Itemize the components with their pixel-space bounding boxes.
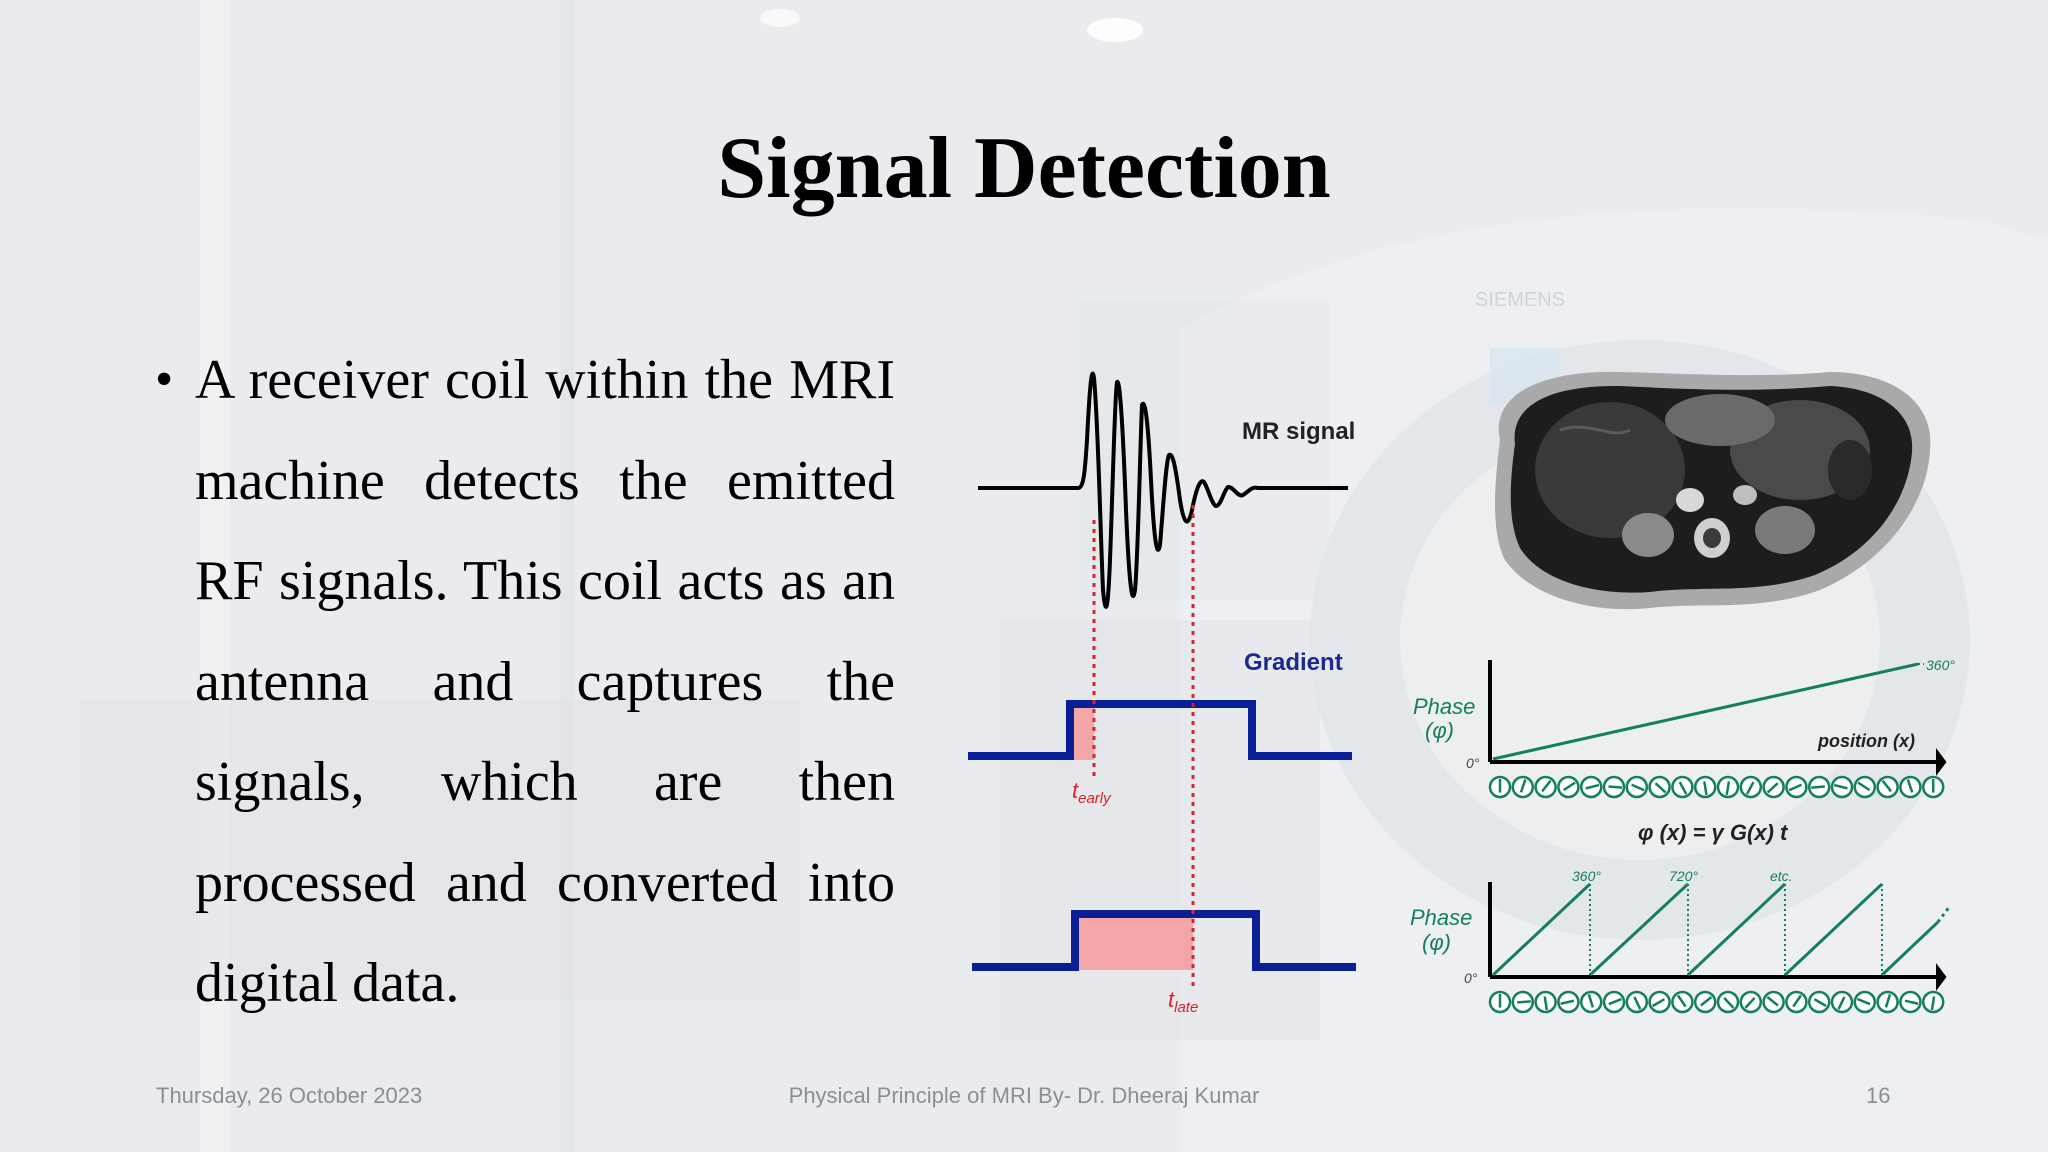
degree-360-label: 360° <box>1572 868 1601 884</box>
spin-arrow <box>1788 783 1803 792</box>
degree-360-label-top: 360° <box>1926 657 1955 673</box>
spin-arrow <box>1766 782 1779 794</box>
etc-label: etc. <box>1770 868 1793 884</box>
phase-label-top: Phase <box>1413 694 1475 719</box>
spin-arrow <box>1811 785 1825 789</box>
bullet-paragraph: • A receiver coil within the MRI machine… <box>155 330 895 1034</box>
phase-symbol-top: (φ) <box>1425 718 1454 743</box>
spin-arrow <box>1857 781 1871 792</box>
gradient-pulse-late <box>972 910 1356 971</box>
phase-equation: φ (x) = γ G(x) t <box>1638 820 1789 845</box>
spin-arrow <box>1904 999 1919 1005</box>
phase-plot-linear <box>1488 660 1947 776</box>
spin-arrow <box>1881 779 1893 793</box>
spin-arrow <box>1744 997 1756 1009</box>
spin-arrow <box>1654 782 1667 794</box>
spin-arrow <box>1543 996 1549 1011</box>
degree-720-label: 720° <box>1669 868 1698 884</box>
t-late-label: tlate <box>1168 987 1198 1016</box>
spin-arrow <box>1608 785 1623 789</box>
spin-arrow <box>1833 783 1848 790</box>
spin-arrow <box>1633 996 1642 1010</box>
spin-arrow <box>1766 996 1779 1007</box>
t-early-label: tearly <box>1072 778 1112 807</box>
zero-degree-label-bottom: 0° <box>1464 970 1478 986</box>
abdominal-mri-image <box>1495 371 1931 610</box>
gradient-pulse-early <box>968 700 1352 760</box>
early-phase-fill <box>1074 704 1094 760</box>
spin-arrow <box>1884 993 1892 1008</box>
spin-arrow <box>1560 999 1575 1005</box>
phase-label-bottom: Phase <box>1410 905 1472 930</box>
spin-arrow <box>1631 783 1645 792</box>
spin-arrow <box>1725 781 1731 796</box>
spin-arrow <box>1792 994 1802 1008</box>
spin-arrow <box>1652 998 1666 1008</box>
spin-arrow <box>1906 779 1914 793</box>
position-axis-label: position (x) <box>1817 731 1915 751</box>
spin-arrow <box>1587 993 1595 1008</box>
mr-signal-label: MR signal <box>1242 418 1355 445</box>
mr-signal-waveform <box>978 371 1348 609</box>
spin-arrow <box>1723 997 1735 1009</box>
bullet-point-icon: • <box>155 351 174 408</box>
spin-row-bottom <box>1488 990 1945 1014</box>
spin-arrow <box>1703 781 1708 796</box>
late-phase-fill <box>1077 914 1193 970</box>
spin-arrow <box>1519 779 1527 793</box>
phase-symbol-bottom: (φ) <box>1422 930 1451 955</box>
zero-degree-label-top: 0° <box>1466 755 1480 771</box>
spin-arrow <box>1517 1000 1531 1004</box>
phase-plot-wrapped <box>1488 882 1952 991</box>
spin-arrow <box>1563 781 1576 792</box>
spin-arrow <box>1608 997 1622 1006</box>
spin-row-top <box>1488 775 1945 799</box>
page-number: 16 <box>1866 1083 1891 1108</box>
gradient-label: Gradient <box>1244 649 1343 676</box>
spin-arrow <box>1745 781 1755 795</box>
spin-arrow <box>1837 996 1846 1010</box>
bullet-text: A receiver coil within the MRI machine d… <box>195 349 895 1014</box>
spin-arrow <box>1678 781 1688 795</box>
spin-arrow <box>1930 996 1936 1011</box>
slide-title: Signal Detection <box>717 120 1331 217</box>
spin-arrow <box>1676 994 1687 1008</box>
spin-arrow <box>1856 997 1871 1006</box>
spin-arrow <box>1585 783 1600 790</box>
spin-arrow <box>1700 996 1713 1007</box>
footer-title: Physical Principle of MRI By- Dr. Dheera… <box>788 1083 1260 1108</box>
spin-arrow <box>1813 998 1827 1008</box>
spin-arrow <box>1541 779 1552 793</box>
footer-date: Thursday, 26 October 2023 <box>156 1083 423 1108</box>
